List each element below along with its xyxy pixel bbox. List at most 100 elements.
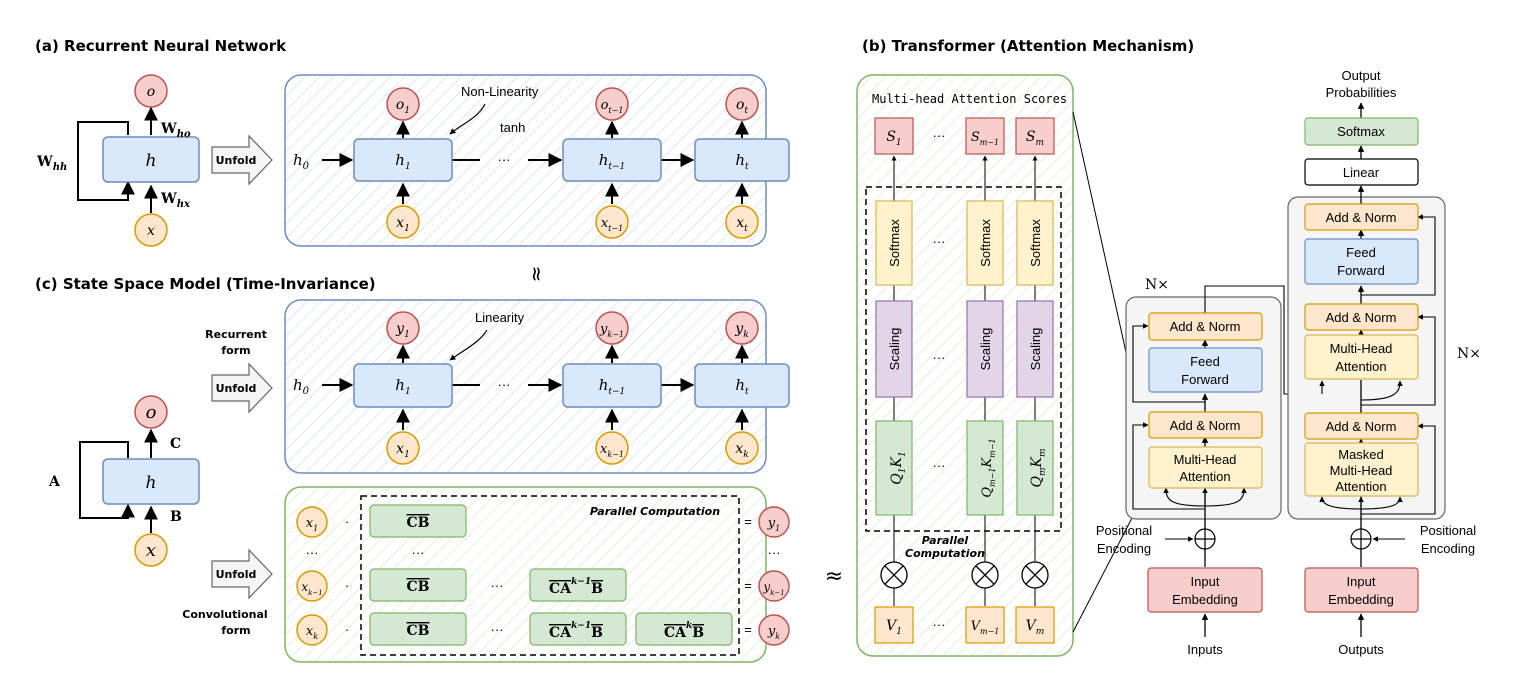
decoder-input-embedding <box>1304 567 1419 613</box>
rnn-section-title: (a) Recurrent Neural Network <box>35 37 287 55</box>
attention-ellipsis: ··· <box>933 350 946 365</box>
mha-scores-title: Multi-head Attention Scores <box>872 92 1067 106</box>
attention-ellipsis: ··· <box>933 128 946 143</box>
ssm-section-title: (c) State Space Model (Time-Invariance) <box>35 275 376 293</box>
decoder-softmax <box>1304 117 1419 146</box>
decoder-positional-label-2: Encoding <box>1421 541 1475 556</box>
value-vm-label: Vm <box>1026 618 1045 637</box>
conv-dot: · <box>345 578 349 593</box>
ssm-step-k: yk ht xk <box>694 311 790 465</box>
conv-ellipsis: ··· <box>491 578 504 593</box>
softmax-label: Softmax <box>978 219 993 267</box>
attention-parallel-box <box>865 186 1062 532</box>
conv-equals: = <box>744 514 752 529</box>
decoder-add-norm-1-label: Add & Norm <box>1326 210 1397 225</box>
convolutional-form-label: Convolutional <box>182 608 267 621</box>
encoder-add-norm-bottom <box>1148 411 1263 439</box>
approx-horizontal: ≈ <box>825 564 843 589</box>
attention-parallel-label: Parallel <box>922 534 969 547</box>
scaling-label: Scaling <box>978 328 993 371</box>
recurrent-form-label: Recurrent <box>205 328 267 341</box>
decoder-embedding-label-2: Embedding <box>1328 592 1394 607</box>
decoder-masked-mha-label-2: Multi-Head <box>1330 463 1393 478</box>
ssm-hidden-box <box>562 363 662 408</box>
ssm-input-node <box>725 431 759 465</box>
encoder-ffn-label-2: Forward <box>1181 372 1229 387</box>
ssm-step-k-minus-1: yk−1 ht−1 xk−1 <box>562 311 662 465</box>
rnn-output-node <box>386 87 420 121</box>
ssm-step-hidden: ht <box>735 376 749 397</box>
qk-label: Qm−1Km−1 <box>980 438 997 497</box>
tanh-label: tanh <box>500 120 525 135</box>
conv-output-label: y1 <box>767 516 780 533</box>
cab-kernel-label: CAk−1B <box>549 577 603 597</box>
conv-input-node <box>296 506 328 538</box>
rnn-input-node <box>386 205 420 239</box>
decoder-softmax-label: Softmax <box>1337 124 1385 139</box>
conv-output-node <box>758 506 790 538</box>
linearity-label: Linearity <box>475 310 525 325</box>
decoder-nx-label: N× <box>1457 346 1481 362</box>
ssm-step-output: yk−1 <box>599 322 624 339</box>
rnn-output-label: o <box>147 84 155 100</box>
softmax-box <box>875 200 913 286</box>
value-vm1-label: Vm−1 <box>971 619 1000 636</box>
ssm-c-label: C <box>170 436 181 452</box>
rnn-hidden-box <box>102 136 200 183</box>
transformer-section-title: (b) Transformer (Attention Mechanism) <box>862 37 1194 55</box>
ssm-hidden-box <box>353 363 453 408</box>
encoder-embedding-label: Input <box>1191 574 1220 589</box>
ssm-hidden-box <box>102 458 200 505</box>
rnn-step-input: x1 <box>396 215 410 234</box>
approx-vertical: ≈ <box>525 266 549 283</box>
conv-vdots: ··· <box>768 545 781 560</box>
encoder-add-norm-top <box>1148 312 1263 341</box>
ssm-conv-unfold-arrow: Unfold <box>211 548 273 600</box>
rnn-step-output: ot−1 <box>601 98 624 115</box>
cb-kernel-box <box>369 612 467 646</box>
decoder-positional-label: Positional <box>1420 523 1476 538</box>
encoder-mha <box>1148 446 1263 489</box>
rnn-step-input: xt <box>736 215 748 234</box>
cb-kernel-label: CB <box>407 623 430 639</box>
rnn-unfold-arrow: Unfold <box>211 134 273 186</box>
decoder-mha <box>1304 334 1419 380</box>
decoder-masked-mha-label: Masked <box>1338 447 1384 462</box>
conv-equals: = <box>744 622 752 637</box>
ssm-unfold-label: Unfold <box>216 382 257 395</box>
rnn-whx-label: Whx <box>160 191 191 210</box>
value-v1 <box>874 606 914 644</box>
qk-label: Q1K1 <box>889 451 908 484</box>
qk-label: QmKm <box>1029 448 1048 487</box>
rnn-step-input: xt−1 <box>601 216 623 233</box>
ssm-a-label: A <box>48 474 61 490</box>
parallel-computation-label: Parallel Computation <box>590 505 720 518</box>
rnn-step-hidden: ht <box>735 151 749 172</box>
score-s1-label: S1 <box>886 129 901 148</box>
rnn-input-node <box>595 205 629 239</box>
encoder-inputs-label: Inputs <box>1187 642 1223 657</box>
cb-kernel-label: CB <box>407 515 430 531</box>
rnn-h0-label: h0 <box>293 151 310 172</box>
rnn-unrolled-panel: h0 ··· Non-Linearity tanh o1 h1 x1 ot−1 … <box>284 74 790 247</box>
ssm-output-node <box>134 395 168 429</box>
qk-box <box>875 420 913 516</box>
ssm-input-node <box>386 431 420 465</box>
cab-kernel-box <box>529 612 627 646</box>
attention-ellipsis: ··· <box>933 234 946 249</box>
rnn-folded: h o x Whh Who Whx <box>36 74 200 247</box>
ssm-b-label: B <box>170 509 182 525</box>
scaling-label: Scaling <box>887 328 902 371</box>
decoder-add-norm-3-label: Add & Norm <box>1326 419 1397 434</box>
ssm-step-hidden: ht−1 <box>599 376 626 397</box>
rnn-hidden-label: h <box>146 151 157 171</box>
encoder-ffn <box>1148 347 1263 393</box>
score-sm <box>1015 117 1055 155</box>
rnn-step-t-minus-1: ot−1 ht−1 xt−1 <box>562 87 662 239</box>
ssm-recurrent-unfold-arrow: Unfold <box>211 362 273 414</box>
ssm-folded: h o x A C B <box>48 395 200 567</box>
ssm-convolutional-panel: Parallel Computation x1 · CB = y1 ··· ··… <box>284 486 790 663</box>
cab-kernel-box <box>529 568 627 602</box>
nonlinearity-label: Non-Linearity <box>461 84 539 99</box>
rnn-step-t: ot ht xt <box>694 87 790 239</box>
